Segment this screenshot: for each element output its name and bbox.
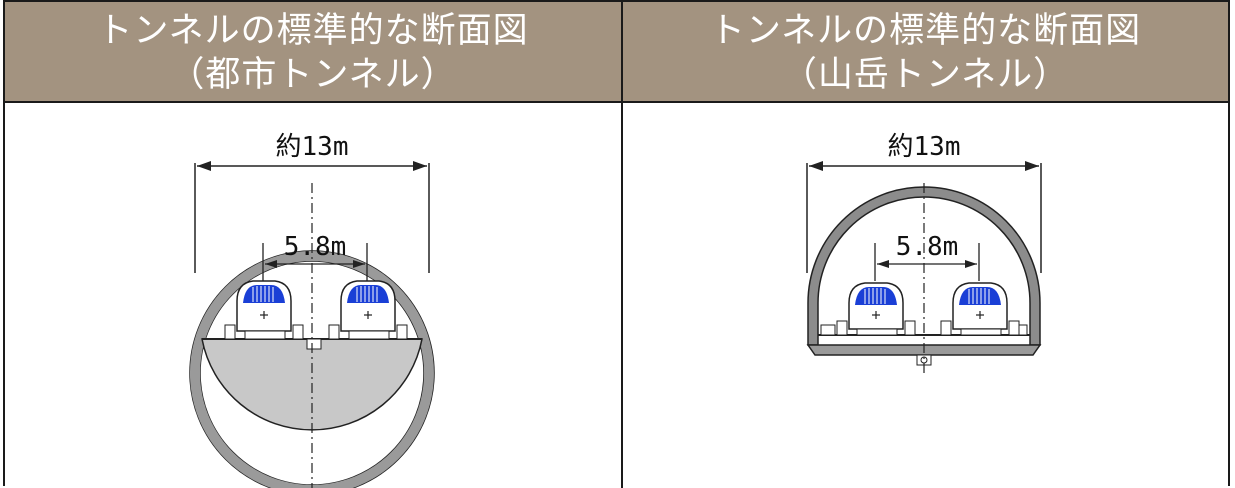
- width-arrow-left: [809, 161, 823, 171]
- urban-tunnel-title: トンネルの標準的な断面図: [97, 11, 529, 51]
- mountain-tunnel-cross-section: 約13m 5.8m: [806, 132, 1042, 373]
- gauge-label: 5.8m: [896, 232, 959, 262]
- mountain-tunnel-header: トンネルの標準的な断面図 （山岳トンネル）: [623, 2, 1228, 103]
- urban-tunnel-cross-section: 約13m 5.8m: [189, 132, 435, 488]
- gauge-arrow-left: [265, 260, 277, 268]
- train-right: [940, 282, 1020, 336]
- width-arrow-right: [413, 161, 427, 171]
- train-left: [836, 282, 916, 336]
- width-label: 約13m: [888, 132, 961, 162]
- gauge-label: 5.8m: [284, 232, 347, 262]
- urban-tunnel-subtitle: （都市トンネル）: [169, 55, 457, 95]
- mountain-tunnel-cell: 約13m 5.8m: [623, 103, 1228, 488]
- center-drain: [306, 338, 322, 350]
- train-right: [328, 280, 408, 340]
- mountain-tunnel-column: トンネルの標準的な断面図 （山岳トンネル） 約13m: [623, 2, 1228, 488]
- urban-tunnel-cell: 約13m 5.8m: [5, 103, 621, 488]
- comparison-table: トンネルの標準的な断面図 （都市トンネル） 約13m: [3, 0, 1230, 488]
- gauge-arrow-right: [353, 260, 365, 268]
- width-arrow-left: [197, 161, 211, 171]
- width-label: 約13m: [276, 132, 349, 162]
- duct-left: [820, 324, 836, 336]
- urban-tunnel-header: トンネルの標準的な断面図 （都市トンネル）: [5, 2, 621, 103]
- width-arrow-right: [1025, 161, 1039, 171]
- mountain-tunnel-title: トンネルの標準的な断面図: [709, 11, 1142, 51]
- mountain-tunnel-subtitle: （山岳トンネル）: [781, 55, 1070, 95]
- gauge-arrow-left: [877, 260, 889, 268]
- gauge-arrow-right: [965, 260, 977, 268]
- urban-tunnel-column: トンネルの標準的な断面図 （都市トンネル） 約13m: [5, 2, 623, 488]
- train-left: [224, 280, 304, 340]
